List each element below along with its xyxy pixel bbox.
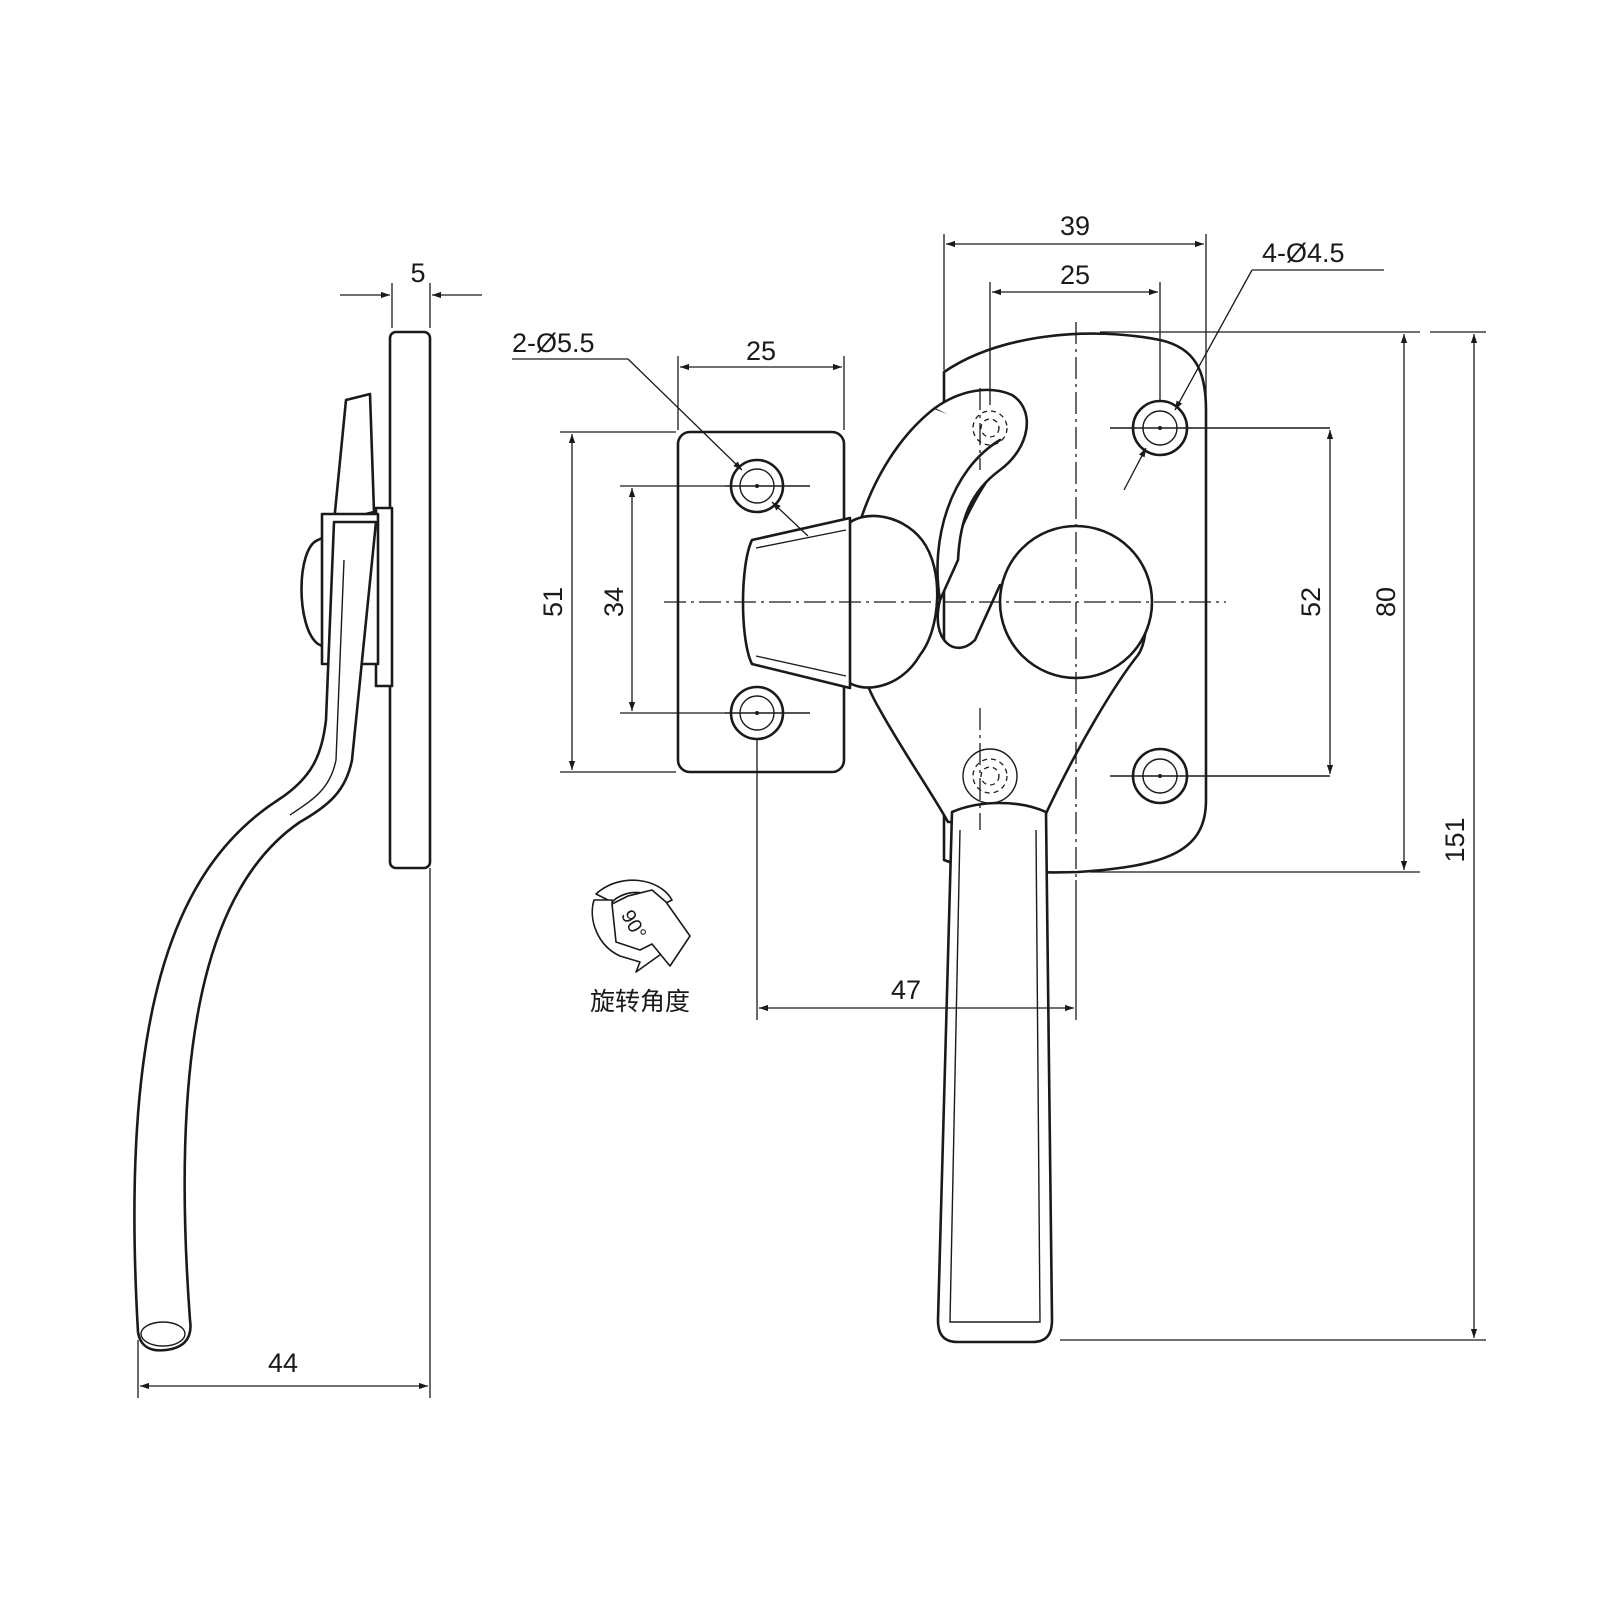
dim-plate-width: 39 — [1060, 211, 1090, 241]
lever-handle — [936, 801, 1054, 1344]
dim-total-height: 151 — [1440, 817, 1470, 862]
dim-keeper-height: 51 — [538, 587, 568, 617]
plate-hole-top-left-hidden — [972, 410, 1008, 446]
dim-plate-hole-label: 4-Ø4.5 — [1262, 238, 1345, 268]
dim-plate-hole-spacing-x: 25 — [1060, 260, 1090, 290]
side-mounting-plate — [388, 330, 432, 870]
centerlines — [664, 322, 1330, 880]
rotation-caption: 旋转角度 — [590, 987, 690, 1016]
front-view-dimensions: 2-Ø5.5 25 51 34 39 25 4-Ø4.5 52 — [512, 211, 1486, 1341]
dim-keeper-hole-spacing: 34 — [599, 587, 629, 617]
side-handle-tip — [332, 392, 376, 524]
rotation-arrow-icon — [595, 879, 673, 905]
side-view — [133, 330, 432, 1352]
side-handle-arm — [133, 520, 378, 1352]
front-view — [676, 332, 1208, 1344]
hook-top — [933, 388, 1028, 602]
dim-plate-height: 80 — [1371, 587, 1401, 617]
keeper-latch-tongue — [741, 516, 852, 690]
side-view-dimensions: 5 44 — [137, 258, 482, 1398]
dim-plate-thickness: 5 — [410, 258, 425, 288]
dim-handle-offset: 47 — [891, 975, 921, 1005]
dim-keeper-hole-label: 2-Ø5.5 — [512, 328, 595, 358]
dim-side-depth: 44 — [268, 1348, 298, 1378]
dim-plate-hole-spacing-y: 52 — [1296, 587, 1326, 617]
dim-keeper-width: 25 — [746, 336, 776, 366]
side-handle-inner-edge — [289, 559, 345, 816]
plate-hole-bottom-left-hidden — [972, 758, 1008, 794]
rotation-indicator: 90° 旋转角度 — [590, 879, 691, 1016]
side-handle-end — [140, 1321, 186, 1347]
